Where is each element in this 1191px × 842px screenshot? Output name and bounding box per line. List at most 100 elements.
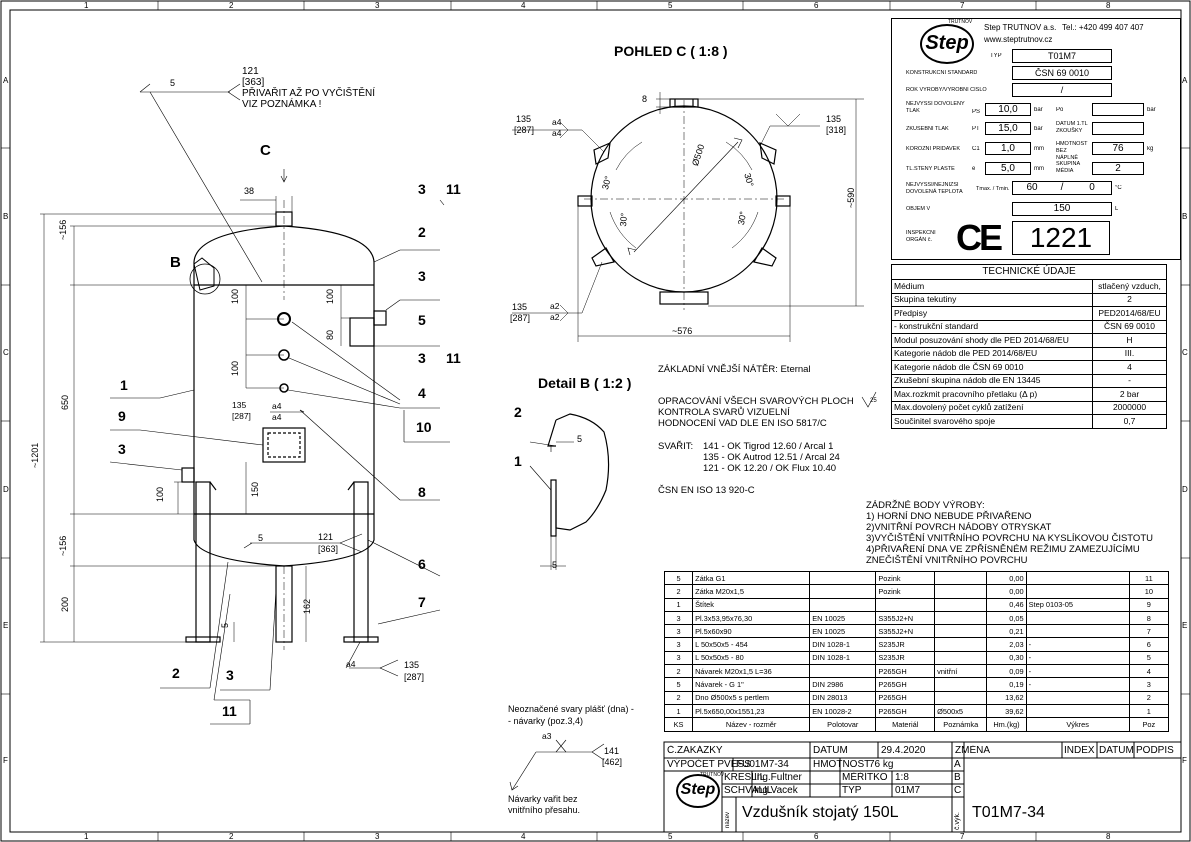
bom-cell: 11 <box>1128 570 1170 586</box>
row-index: B <box>3 212 9 221</box>
weld-note: vnitřního přesahu. <box>508 805 581 815</box>
bom-cell: 1 <box>1128 703 1170 719</box>
weld-process-line: 135 - OK Autrod 12.51 / Arcal 24 <box>703 452 840 463</box>
po-box <box>1092 103 1144 116</box>
row-index: C <box>3 348 9 357</box>
dim: 5 <box>220 622 230 628</box>
weld-process-ref: [287] <box>514 125 535 135</box>
bom-cell: Ø500x5 <box>934 703 988 719</box>
weld-process: 135 <box>516 114 532 124</box>
position-balloon: 4 <box>418 385 426 401</box>
bom-cell <box>1025 690 1130 705</box>
title-block-lines <box>663 741 1182 833</box>
bom-cell <box>809 597 877 612</box>
approved-value: Ing.Vacek <box>754 785 798 796</box>
bom-cell <box>934 610 988 626</box>
bom-cell: DIN 1028-1 <box>809 650 877 666</box>
hold-point: 3)VYČIŠTĚNÍ VNITŘNÍHO POVRCHU NA KYSLÍKO… <box>866 533 1153 544</box>
bom-cell <box>1025 610 1130 626</box>
dim: 80 <box>325 329 335 340</box>
col-index: 5 <box>668 1 673 10</box>
bom-header-cell: Název - rozměr <box>692 717 811 732</box>
vessel-front-view <box>181 200 387 650</box>
col-index: 8 <box>1106 1 1111 10</box>
bom-header-cell: Poznámka <box>934 717 988 732</box>
bom-cell: 3 <box>1128 677 1170 692</box>
tech-value: H <box>1092 333 1167 348</box>
position-balloon: 10 <box>416 419 432 435</box>
bom-cell: EN 10025 <box>809 624 877 639</box>
tech-value: 2 bar <box>1092 387 1167 402</box>
c1-box <box>985 142 1031 155</box>
bom-header-cell: Výkres <box>1025 717 1130 732</box>
position-balloon: 11 <box>446 350 461 366</box>
dim: 100 <box>155 486 165 502</box>
dim: 100 <box>230 288 240 304</box>
volume-unit: L <box>1115 206 1119 212</box>
bom-cell: 0,30 <box>986 650 1027 666</box>
bom-header-cell: Polotovar <box>809 717 877 732</box>
detail-b-marker: B <box>170 254 181 271</box>
c1-value: 1,0 <box>1001 143 1015 154</box>
bom-header-cell: KS <box>663 717 694 732</box>
position-balloon: 1 <box>514 453 522 469</box>
company-phone: Tel.: +420 499 407 407 <box>1062 23 1144 32</box>
dim: 650 <box>60 394 70 410</box>
bom-cell: S355J2+N <box>875 624 936 639</box>
bom-header-cell: Hm.(kg) <box>986 717 1027 732</box>
drawing-name: Vzdušník stojatý 150L <box>742 804 899 821</box>
bom-cell: 3 <box>663 610 694 626</box>
bom-cell: Zátka M20x1,5 <box>692 584 811 599</box>
dim: 162 <box>302 598 312 614</box>
bom-cell <box>934 584 988 599</box>
dim: 100 <box>230 360 240 376</box>
c1-unit: mm <box>1034 146 1044 152</box>
tech-value: PED2014/68/EU <box>1092 306 1167 321</box>
group-value: 2 <box>1115 163 1121 174</box>
std-label: KONSTRUKČNÍ STANDARD <box>906 70 978 76</box>
position-balloon: 7 <box>418 594 426 610</box>
position-balloon: 2 <box>514 404 522 420</box>
weld-note: PŘIVAŘIT AŽ PO VYČIŠTĚNÍ <box>242 88 375 99</box>
typ-box <box>1012 49 1112 63</box>
col-index: 3 <box>375 1 380 10</box>
bom-cell <box>1025 584 1130 599</box>
row-index: A <box>1182 76 1188 85</box>
weld-note: Návarky vařit bez <box>508 794 578 804</box>
bom-cell: EN 10025 <box>809 610 877 626</box>
bom-cell: - <box>1025 677 1130 692</box>
col-index: 1 <box>84 832 89 841</box>
bom-cell: 2 <box>663 664 694 679</box>
grinding-note: OPRACOVÁNÍ VŠECH SVAROVÝCH PLOCH <box>658 396 854 407</box>
weld-process-ref: [287] <box>510 313 531 323</box>
rev-b: B <box>954 772 961 783</box>
temp-sep: / <box>1060 182 1064 193</box>
tech-param: Předpisy <box>891 306 1093 321</box>
hold-point: 2)VNITŘNÍ POVRCH NÁDOBY OTRYSKAT <box>866 522 1052 533</box>
name-label: název <box>725 811 731 828</box>
type-label: TYP <box>842 785 862 796</box>
bom-cell <box>934 690 988 705</box>
signature-label: PODPIS <box>1136 745 1174 756</box>
angle: 30° <box>618 212 630 227</box>
temp-symbol: Tmax. / Tmin. <box>976 186 1010 192</box>
dim: 38 <box>244 186 255 196</box>
col-index: 3 <box>375 832 380 841</box>
ps-value: 10,0 <box>998 104 1018 115</box>
dim: ~590 <box>846 187 856 208</box>
bom-cell: 9 <box>1128 597 1170 612</box>
bom-cell: Pozink <box>875 584 936 599</box>
col-index: 2 <box>229 832 234 841</box>
bom-cell: 2,03 <box>986 637 1027 652</box>
bom-cell: Pl.3x53,95x76,30 <box>692 610 811 626</box>
dim: ~156 <box>58 535 68 556</box>
hold-points-title: ZÁDRŽNÉ BODY VÝROBY: <box>866 500 985 511</box>
weld-process: 135 <box>404 660 420 670</box>
main-leaders <box>109 83 450 725</box>
date-box <box>1092 122 1144 135</box>
